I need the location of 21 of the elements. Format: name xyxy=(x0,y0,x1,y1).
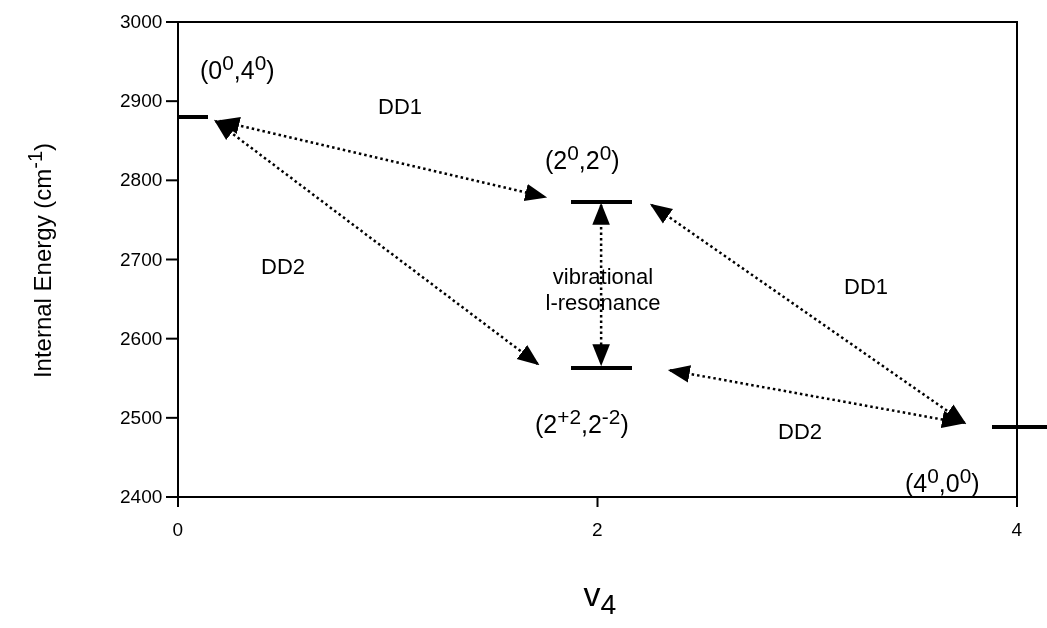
edge-label: vibrational l-resonance xyxy=(544,264,662,316)
double-arrow xyxy=(592,202,610,367)
tick-label: 0 xyxy=(172,519,184,541)
tick-label: 2400 xyxy=(120,486,163,508)
level-label: (4$^{0}$,0$^{0}$) xyxy=(905,463,980,499)
double-arrow xyxy=(649,203,967,425)
tick-label: 2500 xyxy=(120,406,163,429)
level-label: (2$^{0}$,2$^{0}$) xyxy=(545,140,620,176)
double-arrow xyxy=(667,365,964,429)
double-arrow xyxy=(217,116,548,202)
tick-label: 2700 xyxy=(120,248,163,271)
tick-label: 2800 xyxy=(120,169,163,192)
tick-label: 2 xyxy=(592,519,603,541)
level-label: (0$^{0}$,4$^{0}$) xyxy=(200,50,275,86)
double-arrow xyxy=(213,119,540,366)
axis-title: v$_{4}$ xyxy=(583,575,617,621)
tick-label: 2600 xyxy=(120,327,163,350)
tick-label: 2900 xyxy=(120,90,163,113)
level-label: (2$^{+2}$,2$^{-2}$) xyxy=(535,404,629,440)
tick-label: 3000 xyxy=(120,11,163,33)
tick-label: 4 xyxy=(1011,519,1023,541)
